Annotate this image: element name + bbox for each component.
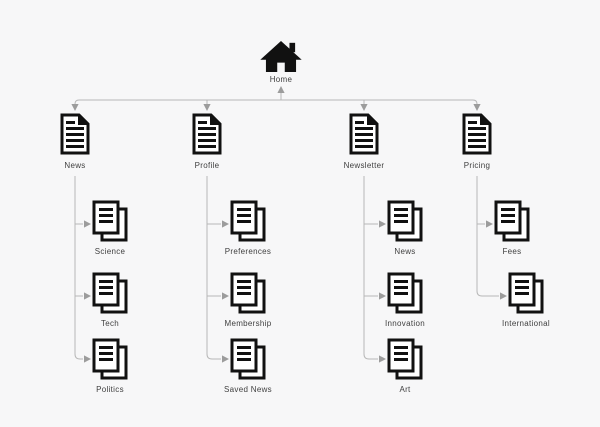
documents-stack-icon [230,338,266,381]
node-label: Membership [224,319,272,328]
document-icon [461,113,493,155]
documents-stack-icon [230,200,266,243]
node-label: Preferences [224,247,272,256]
node-label: Fees [502,247,522,256]
document-icon [191,113,223,155]
node-news-science[interactable]: Science [70,200,150,257]
node-label: Home [269,75,293,84]
node-home[interactable]: Home [241,40,321,85]
documents-stack-icon [92,338,128,381]
node-label: International [502,319,550,328]
node-label: Newsletter [343,161,385,170]
node-label: Politics [96,385,124,394]
node-newsletter-art[interactable]: Art [365,338,445,395]
node-news-politics[interactable]: Politics [70,338,150,395]
node-label: News [64,161,86,170]
node-profile[interactable]: Profile [167,113,247,171]
node-profile-saved-news[interactable]: Saved News [208,338,288,395]
home-icon [260,40,302,72]
node-news[interactable]: News [35,113,115,171]
node-newsletter-innovation[interactable]: Innovation [365,272,445,329]
node-newsletter[interactable]: Newsletter [324,113,404,171]
node-label: Science [94,247,126,256]
node-label: Innovation [385,319,425,328]
documents-stack-icon [92,200,128,243]
node-label: Tech [100,319,120,328]
node-newsletter-news[interactable]: News [365,200,445,257]
node-profile-membership[interactable]: Membership [208,272,288,329]
node-news-tech[interactable]: Tech [70,272,150,329]
node-pricing-international[interactable]: International [486,272,566,329]
node-pricing[interactable]: Pricing [437,113,517,171]
documents-stack-icon [387,272,423,315]
documents-stack-icon [508,272,544,315]
node-label: Profile [194,161,220,170]
node-pricing-fees[interactable]: Fees [472,200,552,257]
node-label: Pricing [463,161,491,170]
documents-stack-icon [387,200,423,243]
node-label: News [394,247,416,256]
documents-stack-icon [494,200,530,243]
node-profile-preferences[interactable]: Preferences [208,200,288,257]
document-icon [59,113,91,155]
document-icon [348,113,380,155]
documents-stack-icon [92,272,128,315]
documents-stack-icon [230,272,266,315]
node-label: Saved News [224,385,272,394]
documents-stack-icon [387,338,423,381]
node-label: Art [399,385,411,394]
